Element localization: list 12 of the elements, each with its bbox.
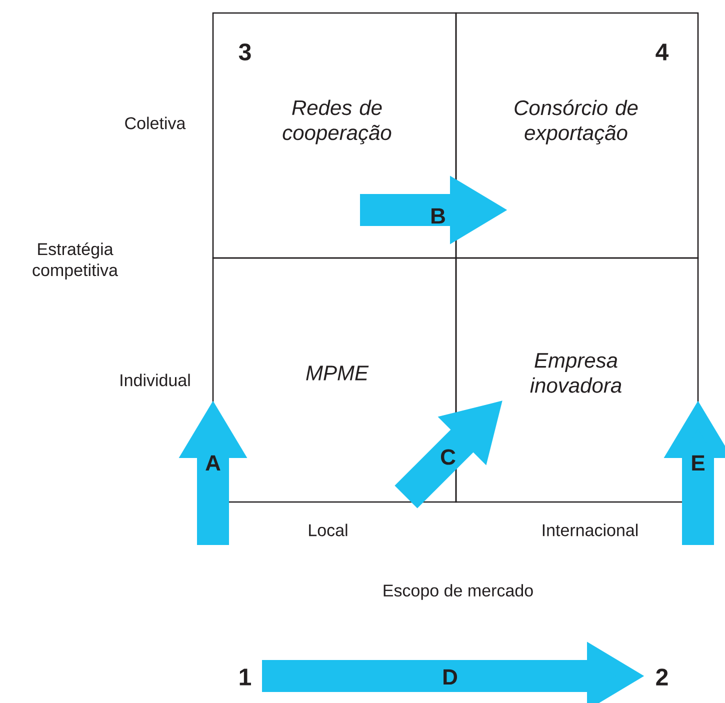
edge-label: C	[439, 448, 457, 466]
axis-label: Individual	[120, 374, 190, 386]
edge-label: D	[441, 668, 459, 686]
axis-label: Coletiva	[125, 116, 186, 130]
stage-number: 1	[240, 668, 251, 686]
axis-label: Escopo de mercado	[384, 584, 533, 600]
axis-label: Estratégia competitiva	[32, 242, 118, 280]
axis-label: Internacional	[542, 524, 638, 536]
edge-label: B	[429, 207, 447, 225]
axis-label: Local	[309, 524, 348, 536]
quadrant-box: 4 Consórcio de exportação	[455, 12, 699, 259]
stage-number: 2	[656, 668, 668, 686]
